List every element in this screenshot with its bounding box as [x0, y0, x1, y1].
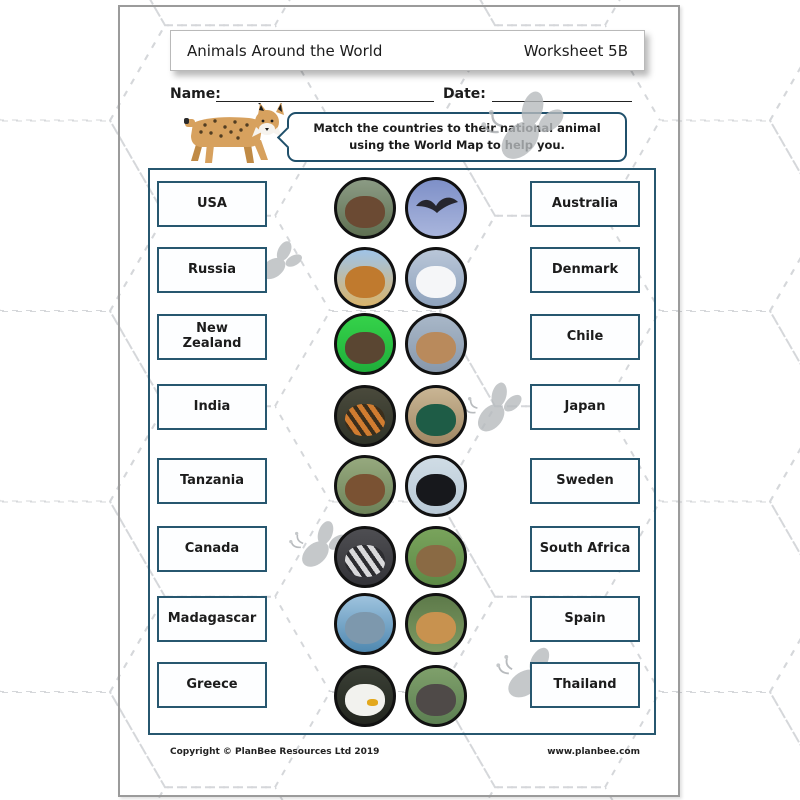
kangaroo-shape [415, 331, 457, 365]
name-write-line [216, 84, 434, 102]
date-write-line [492, 84, 632, 102]
country-box-russia: Russia [157, 247, 267, 293]
bull-shape [415, 473, 457, 507]
country-box-usa: USA [157, 181, 267, 227]
country-box-india: India [157, 384, 267, 430]
worksheet-number: Worksheet 5B [523, 41, 628, 60]
country-label: South Africa [539, 540, 631, 556]
animal-photo-elephant [405, 665, 467, 727]
country-label: Thailand [553, 676, 617, 692]
animal-photo-springbok [405, 593, 467, 655]
country-label: Chile [566, 328, 604, 344]
animal-photo-kiwi [334, 313, 396, 375]
beaver-shape [344, 473, 386, 507]
animal-photo-ring-tailed-lemur [334, 526, 396, 588]
country-label: Madagascar [167, 610, 257, 626]
country-box-canada: Canada [157, 526, 267, 572]
animal-photo-beaver [334, 455, 396, 517]
country-box-australia: Australia [530, 181, 640, 227]
country-label: Denmark [551, 261, 619, 277]
website-link: www.planbee.com [547, 747, 640, 757]
animal-photo-andean-condor [405, 177, 467, 239]
date-label: Date: [443, 86, 486, 102]
country-box-madagascar: Madagascar [157, 596, 267, 642]
animal-photo-kangaroo [405, 313, 467, 375]
elephant-shape [415, 683, 457, 717]
worksheet-header: Animals Around the World Worksheet 5B [170, 30, 645, 71]
ring-tailed-lemur-shape [344, 544, 386, 578]
country-label: New Zealand [182, 321, 242, 351]
springbok-shape [415, 611, 457, 645]
country-box-sweden: Sweden [530, 458, 640, 504]
kiwi-shape [344, 331, 386, 365]
page-title: Animals Around the World [187, 41, 383, 60]
country-label: Spain [564, 610, 606, 626]
country-box-tanzania: Tanzania [157, 458, 267, 504]
country-box-chile: Chile [530, 314, 640, 360]
country-box-new-zealand: New Zealand [157, 314, 267, 360]
country-label: Australia [551, 195, 619, 211]
moose-shape [415, 544, 457, 578]
brown-bear-shape [344, 195, 386, 229]
country-box-greece: Greece [157, 662, 267, 708]
animal-photo-mute-swan [405, 247, 467, 309]
country-box-denmark: Denmark [530, 247, 640, 293]
dolphin-shape [344, 611, 386, 645]
lynx-illustration-icon [184, 103, 284, 163]
copyright-text: Copyright © PlanBee Resources Ltd 2019 [170, 747, 380, 757]
animal-photo-green-pheasant [405, 385, 467, 447]
animal-photo-bald-eagle [334, 665, 396, 727]
bengal-tiger-shape [344, 403, 386, 437]
animal-photo-giraffe [334, 247, 396, 309]
animal-photo-dolphin [334, 593, 396, 655]
country-label: Canada [184, 540, 240, 556]
country-label: USA [197, 195, 227, 211]
country-box-spain: Spain [530, 596, 640, 642]
page-border-frame [118, 5, 680, 797]
bald-eagle-shape [344, 683, 386, 717]
country-box-thailand: Thailand [530, 662, 640, 708]
country-label: India [193, 398, 231, 414]
bald-eagle-accent [367, 698, 379, 706]
country-label: Tanzania [179, 472, 245, 488]
green-pheasant-shape [415, 403, 457, 437]
animal-photo-bengal-tiger [334, 385, 396, 447]
country-box-japan: Japan [530, 384, 640, 430]
animal-photo-moose [405, 526, 467, 588]
animal-photo-brown-bear [334, 177, 396, 239]
animal-photo-bull [405, 455, 467, 517]
country-label: Greece [186, 676, 238, 692]
country-label: Sweden [556, 472, 614, 488]
name-label: Name: [170, 86, 221, 102]
country-label: Japan [564, 398, 606, 414]
andean-condor-silhouette-icon [416, 197, 458, 213]
mute-swan-shape [415, 265, 457, 299]
country-box-south-africa: South Africa [530, 526, 640, 572]
country-label: Russia [188, 261, 236, 277]
giraffe-shape [344, 265, 386, 299]
bee-watermark-icon [476, 82, 575, 172]
